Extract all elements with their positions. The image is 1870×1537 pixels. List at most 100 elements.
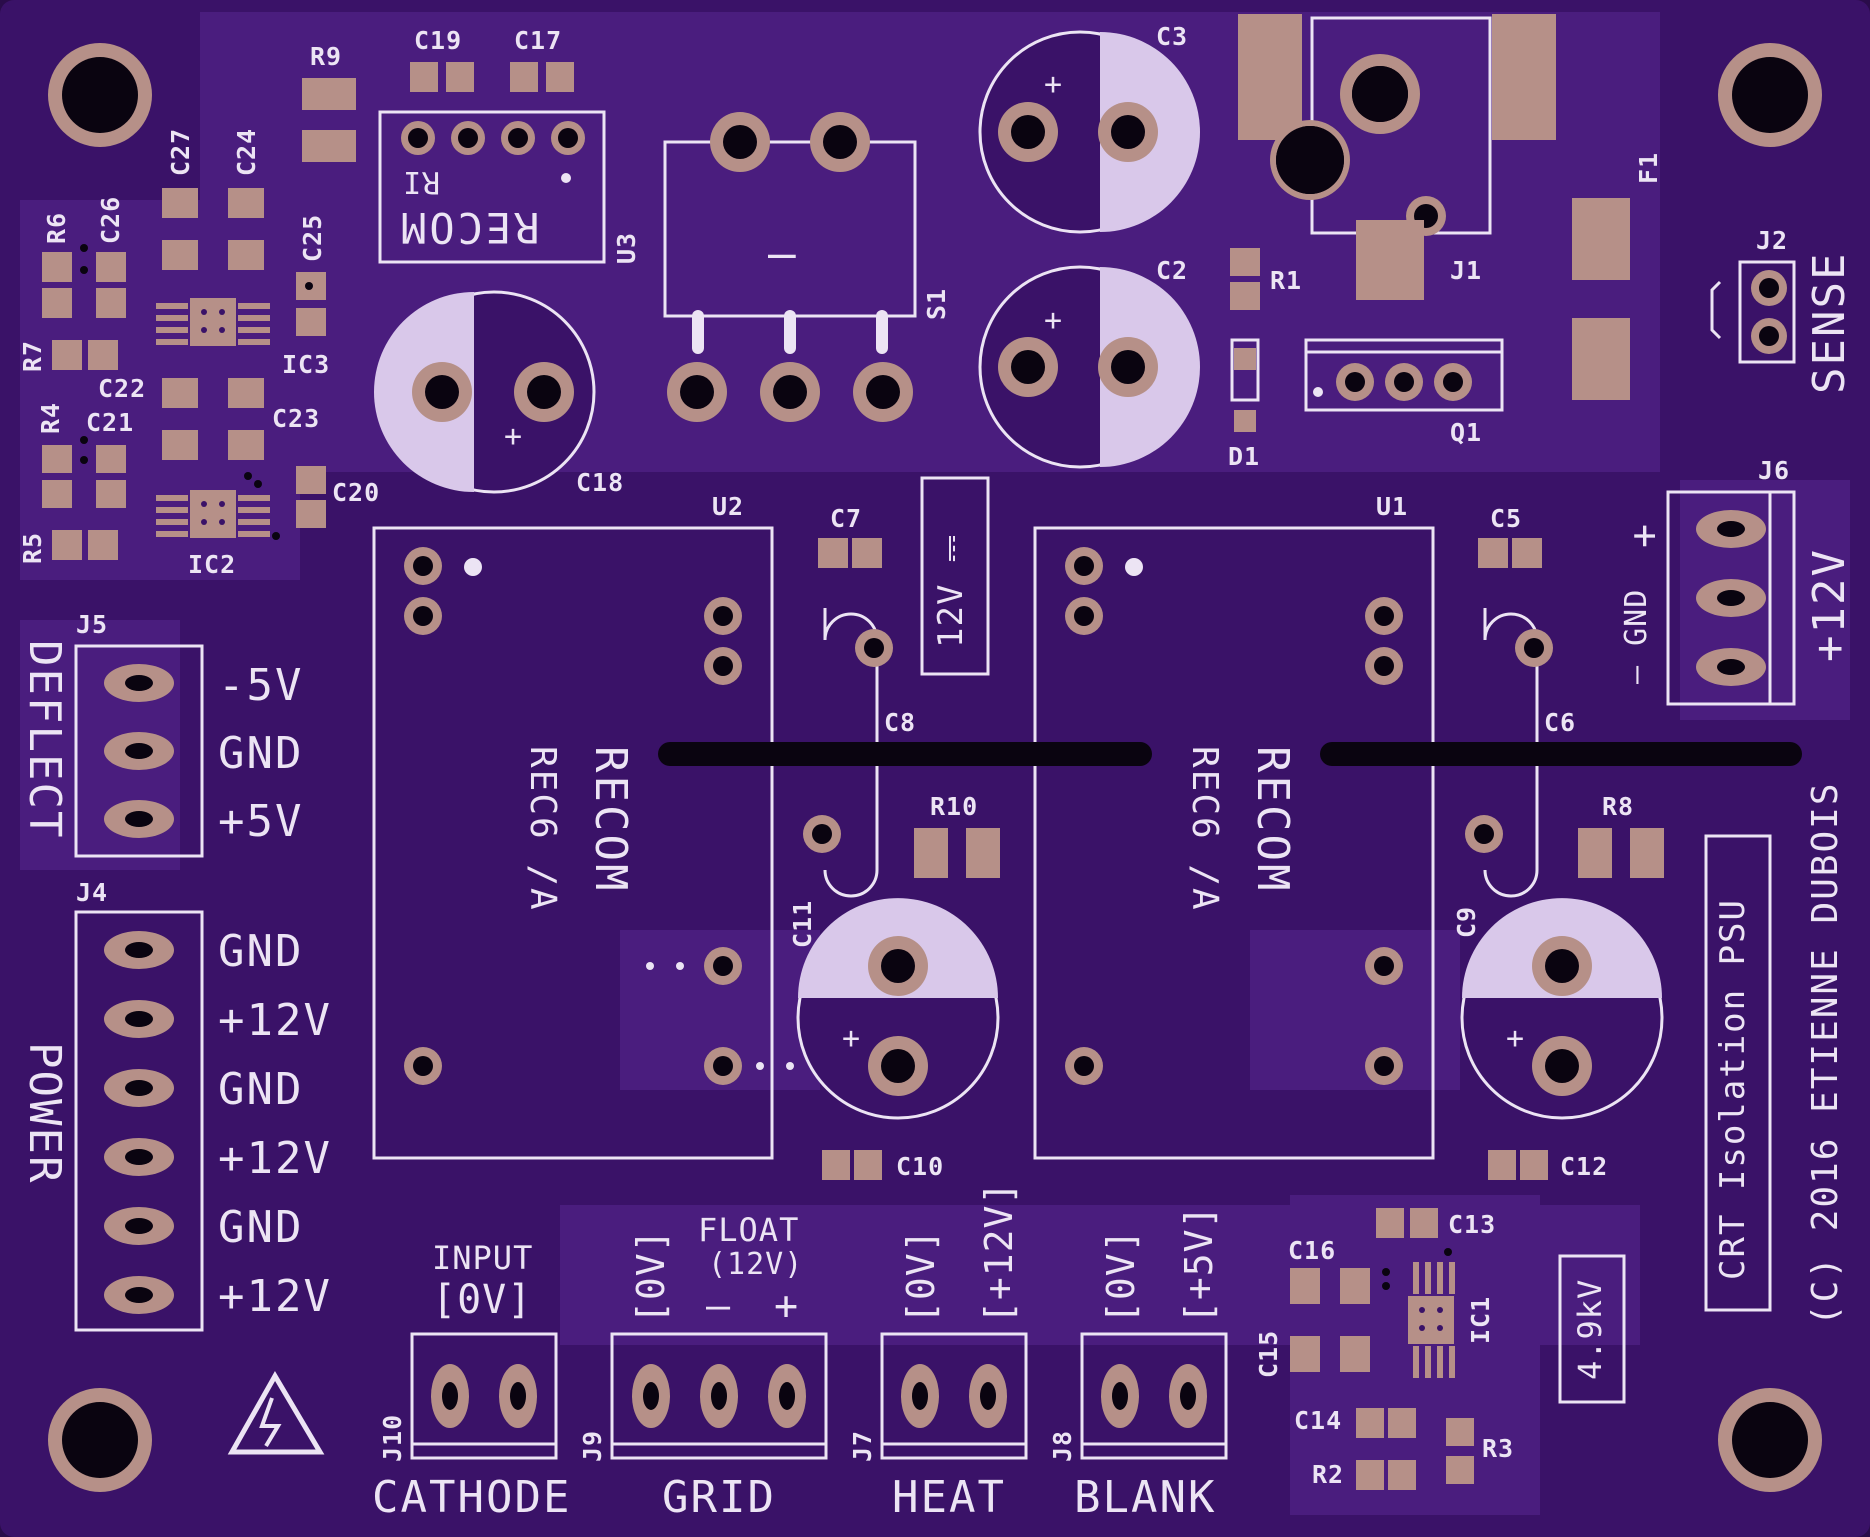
power-pin-6: +12V bbox=[218, 1271, 332, 1322]
input-label-line2: [0V] bbox=[432, 1277, 533, 1323]
designator-c25: C25 bbox=[298, 213, 327, 262]
j1-pads bbox=[1238, 14, 1556, 300]
c3-plus: + bbox=[1044, 67, 1064, 102]
deflect-pin-1: -5V bbox=[218, 660, 304, 711]
c11-plus: + bbox=[842, 1021, 862, 1056]
s1-dash-marking: – bbox=[768, 226, 797, 280]
designator-j7: J7 bbox=[848, 1429, 877, 1462]
float-minus: – bbox=[706, 1283, 732, 1329]
designator-j2: J2 bbox=[1756, 226, 1789, 255]
input-label-line1: INPUT bbox=[432, 1239, 534, 1277]
grid-0v-label: [0V] bbox=[629, 1228, 673, 1324]
designator-r4: R4 bbox=[36, 401, 65, 434]
oval-connector-pads bbox=[104, 510, 1766, 1428]
designator-c11: C11 bbox=[788, 899, 817, 948]
designator-r9: R9 bbox=[310, 42, 343, 71]
deflect-pin-3: +5V bbox=[218, 796, 304, 847]
deflect-title: DEFLECT bbox=[19, 640, 70, 840]
designator-c6: C6 bbox=[1544, 708, 1577, 737]
silkscreen-outlines bbox=[74, 16, 1796, 1460]
designator-u1: U1 bbox=[1376, 492, 1409, 521]
designator-j10: J10 bbox=[378, 1413, 407, 1462]
high-voltage-warning-icon bbox=[222, 1372, 328, 1466]
switch-legs bbox=[692, 310, 888, 354]
c9-plus: + bbox=[1506, 1021, 1526, 1056]
designator-c22: C22 bbox=[98, 374, 147, 403]
designator-r7: R7 bbox=[18, 339, 47, 372]
pin1-markers bbox=[464, 173, 1323, 1070]
power-pin-3: GND bbox=[218, 1064, 304, 1115]
designator-c15: C15 bbox=[1254, 1329, 1283, 1378]
u3-ri-marking: RI bbox=[402, 164, 441, 199]
designator-j4: J4 bbox=[76, 878, 109, 907]
designator-s1: S1 bbox=[922, 287, 951, 320]
mounting-holes bbox=[48, 43, 1822, 1492]
designator-c27: C27 bbox=[166, 127, 195, 176]
designator-c9: C9 bbox=[1452, 905, 1481, 938]
designator-r2: R2 bbox=[1312, 1460, 1345, 1489]
blank-label: BLANK bbox=[1074, 1472, 1217, 1523]
power-pin-4: +12V bbox=[218, 1133, 332, 1184]
designator-q1: Q1 bbox=[1450, 418, 1483, 447]
designator-ic2: IC2 bbox=[188, 550, 237, 579]
copyright-text: (C) 2016 ETIENNE DUBOIS bbox=[1805, 781, 1846, 1327]
u2-recom-marking: RECOM bbox=[585, 746, 636, 894]
heat-0v-label: [0V] bbox=[899, 1228, 943, 1324]
designator-c23: C23 bbox=[272, 404, 321, 433]
designator-d1: D1 bbox=[1228, 442, 1261, 471]
designator-c17: C17 bbox=[514, 26, 563, 55]
power-pin-1: GND bbox=[218, 926, 304, 977]
designator-c2: C2 bbox=[1156, 256, 1189, 285]
designator-c19: C19 bbox=[414, 26, 463, 55]
designator-j1: J1 bbox=[1450, 256, 1483, 285]
cathode-label: CATHODE bbox=[372, 1472, 572, 1523]
u1-rec6-marking: REC6 /A bbox=[1184, 746, 1225, 912]
designator-j5: J5 bbox=[76, 610, 109, 639]
designator-c13: C13 bbox=[1448, 1210, 1497, 1239]
input-12v-title: +12V bbox=[1804, 548, 1855, 662]
designator-r6: R6 bbox=[42, 211, 71, 244]
designator-c3: C3 bbox=[1156, 22, 1189, 51]
designator-c20: C20 bbox=[332, 478, 381, 507]
power-title: POWER bbox=[19, 1042, 70, 1185]
designator-c7: C7 bbox=[830, 504, 863, 533]
u2-rec6-marking: REC6 /A bbox=[522, 746, 563, 912]
designator-c12: C12 bbox=[1560, 1152, 1609, 1181]
power-pin-5: GND bbox=[218, 1202, 304, 1253]
smd-pads bbox=[42, 62, 1664, 1490]
designator-r1: R1 bbox=[1270, 266, 1303, 295]
designator-r3: R3 bbox=[1482, 1434, 1515, 1463]
power-pin-2: +12V bbox=[218, 995, 332, 1046]
float-plus: + bbox=[774, 1283, 800, 1329]
designator-j6: J6 bbox=[1758, 456, 1791, 485]
c18-plus: + bbox=[504, 419, 524, 454]
float-label-line2: (12V) bbox=[708, 1247, 804, 1282]
heat-label: HEAT bbox=[892, 1472, 1006, 1523]
designator-r8: R8 bbox=[1602, 792, 1635, 821]
designator-c26: C26 bbox=[96, 195, 125, 244]
input-12v-plus: + bbox=[1621, 522, 1667, 548]
designator-c8: C8 bbox=[884, 708, 917, 737]
grid-label: GRID bbox=[662, 1472, 776, 1523]
float-label-line1: FLOAT bbox=[698, 1211, 800, 1249]
designator-u2: U2 bbox=[712, 492, 745, 521]
designator-j9: J9 bbox=[578, 1429, 607, 1462]
u1-recom-marking: RECOM bbox=[1247, 746, 1298, 894]
label-12v-box: 12V ⎓ bbox=[931, 533, 971, 648]
u3-recom-marking: RECOM bbox=[398, 203, 540, 252]
electrolytic-caps bbox=[374, 30, 1664, 1120]
product-name: CRT Isolation PSU bbox=[1713, 898, 1753, 1280]
designator-c5: C5 bbox=[1490, 504, 1523, 533]
designator-r10: R10 bbox=[930, 792, 979, 821]
c2-plus: + bbox=[1044, 303, 1064, 338]
designator-c24: C24 bbox=[232, 127, 261, 176]
designator-ic1: IC1 bbox=[1466, 1295, 1495, 1344]
designator-r5: R5 bbox=[18, 531, 47, 564]
designator-c16: C16 bbox=[1288, 1236, 1337, 1265]
deflect-pin-2: GND bbox=[218, 728, 304, 779]
heat-12v-label: [+12V] bbox=[977, 1180, 1021, 1324]
input-12v-gnd: – GND bbox=[1619, 588, 1654, 684]
designator-u3: U3 bbox=[612, 231, 641, 264]
